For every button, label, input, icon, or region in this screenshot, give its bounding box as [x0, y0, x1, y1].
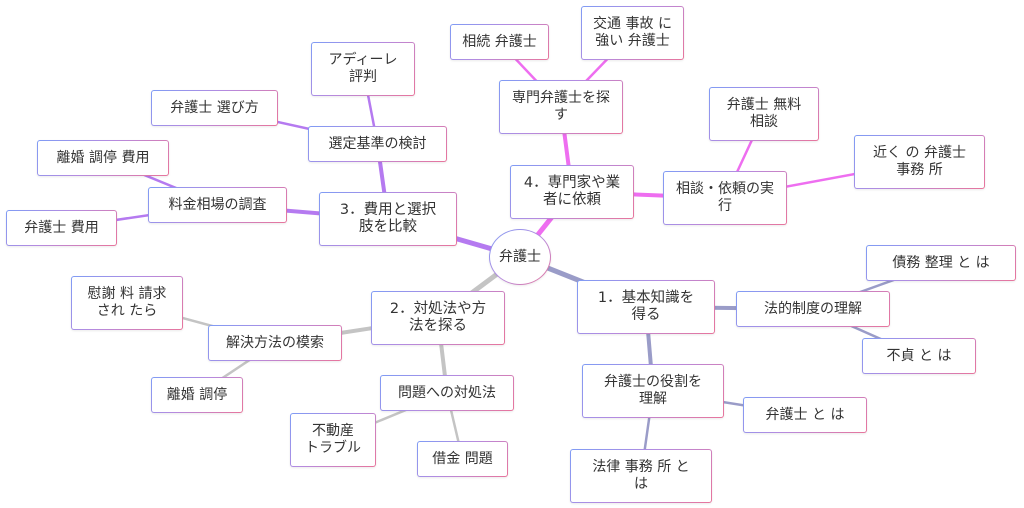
topic-node-problem-handling[interactable]: 問題への対処法 — [380, 375, 514, 411]
topic-node-search-resolution[interactable]: 解決方法の模索 — [208, 325, 342, 361]
keyword-node-infidelity[interactable]: 不貞 と は — [862, 338, 976, 374]
keyword-node-traffic-accident-lawyer[interactable]: 交通 事故 に 強い 弁護士 — [581, 6, 684, 60]
keyword-node-law-office[interactable]: 法律 事務 所 と は — [570, 449, 712, 503]
keyword-node-debt-restructuring[interactable]: 債務 整理 と は — [866, 245, 1016, 281]
keyword-node-real-estate-trouble[interactable]: 不動産 トラブル — [290, 413, 376, 467]
branch-node-request-expert[interactable]: 4．専門家や業 者に依頼 — [510, 165, 634, 219]
branch-node-compare-costs[interactable]: 3．費用と選択 肢を比較 — [319, 192, 457, 246]
branch-node-find-solutions[interactable]: 2．対処法や方 法を探る — [371, 291, 505, 345]
topic-node-lawyer-role[interactable]: 弁護士の役割を 理解 — [582, 364, 724, 418]
keyword-node-divorce-mediation-cost[interactable]: 離婚 調停 費用 — [37, 140, 169, 176]
branch-node-basic-knowledge[interactable]: 1．基本知識を 得る — [577, 280, 715, 334]
keyword-node-nearby-law-office[interactable]: 近く の 弁護士 事務 所 — [854, 135, 985, 189]
keyword-node-what-is-lawyer[interactable]: 弁護士 と は — [743, 397, 867, 433]
keyword-node-debt-problem[interactable]: 借金 問題 — [417, 441, 508, 477]
keyword-node-free-consultation[interactable]: 弁護士 無料 相談 — [709, 87, 819, 141]
keyword-node-lawyer-fee[interactable]: 弁護士 費用 — [6, 210, 117, 246]
keyword-node-consolation-claim[interactable]: 慰謝 料 請求 され たら — [71, 276, 183, 330]
topic-node-selection-criteria[interactable]: 選定基準の検討 — [308, 126, 447, 162]
topic-node-find-specialist[interactable]: 専門弁護士を探 す — [499, 80, 623, 134]
topic-node-consult-request[interactable]: 相談・依頼の実 行 — [663, 171, 787, 225]
root-node[interactable]: 弁護士 — [489, 229, 551, 285]
keyword-node-divorce-mediation[interactable]: 離婚 調停 — [151, 377, 243, 413]
topic-node-fee-survey[interactable]: 料金相場の調査 — [148, 187, 287, 223]
keyword-node-how-to-choose[interactable]: 弁護士 選び方 — [151, 90, 278, 126]
keyword-node-adire-reputation[interactable]: アディーレ 評判 — [311, 42, 415, 96]
keyword-node-inheritance-lawyer[interactable]: 相続 弁護士 — [450, 24, 549, 60]
topic-node-legal-system[interactable]: 法的制度の理解 — [736, 291, 890, 327]
